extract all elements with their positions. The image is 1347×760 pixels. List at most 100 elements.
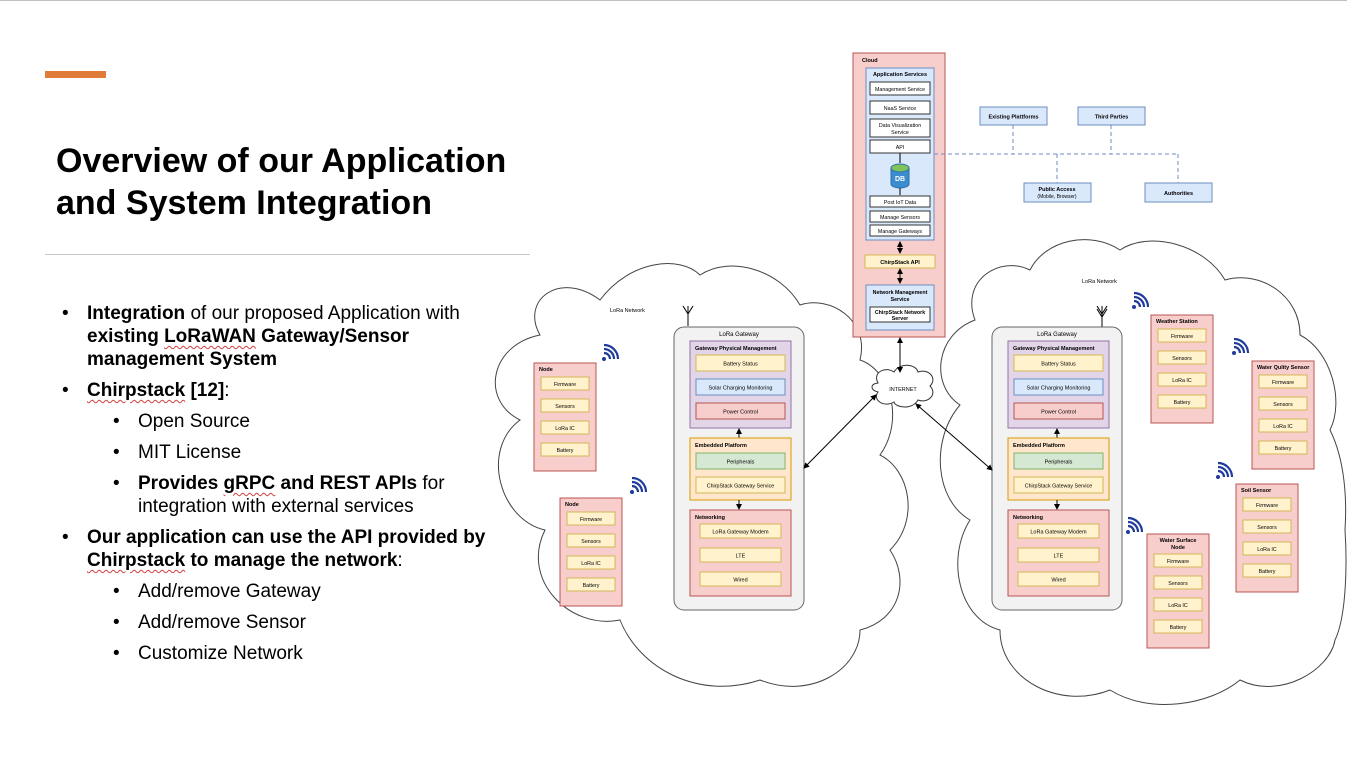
power-control-box-label: Power Control (1041, 409, 1076, 415)
wifi-arc (1133, 291, 1150, 308)
gateway-service-box (695, 476, 786, 494)
lora-gateway-label: LoRa Gateway (719, 332, 759, 338)
node-item-battery (1157, 394, 1207, 409)
wifi-arc (631, 476, 648, 493)
node-item-battery (540, 442, 590, 457)
wired-box (699, 571, 782, 587)
battery-status-box (695, 354, 786, 372)
left-node-2-title: Node (565, 502, 579, 508)
peripherals-box (1013, 452, 1104, 470)
antenna (1101, 305, 1108, 315)
naas-service-box (869, 100, 931, 115)
wifi-arc (1133, 295, 1146, 308)
physical-management-label: Gateway Physical Management (695, 346, 777, 352)
gateway-modem-box-label: LoRa Gateway Modem (1030, 529, 1087, 535)
solar-monitoring-box (695, 378, 786, 396)
battery-status-box-label: Battery Status (723, 361, 758, 367)
wifi-arc (1217, 469, 1226, 478)
weather-station-node-title: Weather Station (1156, 319, 1198, 325)
node-item-sensors-label: Sensors (1172, 356, 1192, 362)
node-item-sensors (1258, 396, 1308, 411)
wifi-arc (1127, 524, 1136, 533)
node-item-sensors (566, 533, 616, 548)
wifi-arc (1233, 337, 1250, 354)
right-network-label: LoRa Network (1082, 279, 1117, 285)
sub-bullet: Provides gRPC and REST APIs for integrat… (62, 472, 507, 518)
peripherals-box-label: Peripherals (1045, 459, 1073, 465)
antenna (687, 305, 694, 315)
naas-service-box-label: NaaS Service (884, 106, 916, 112)
network-server-box (869, 306, 931, 323)
node-item-sensors-label: Sensors (581, 539, 601, 545)
node-item-lora-ic-label: LoRa IC (555, 426, 575, 432)
bullet-chirpstack: Chirpstack [12]: (62, 379, 507, 402)
node-item-lora-ic (540, 420, 590, 435)
wifi-icon (1232, 337, 1250, 355)
lte-box-label: LTE (1054, 553, 1064, 559)
water-surface-node-title: Node (1171, 545, 1185, 551)
gateway-modem-box (1017, 523, 1100, 539)
manage-sensors-box (869, 210, 931, 223)
gateway-modem-box (699, 523, 782, 539)
battery-status-box-label: Battery Status (1041, 361, 1076, 367)
node-item-sensors-label: Sensors (1273, 402, 1293, 408)
wifi-dot (602, 357, 606, 361)
data-visualization-box (869, 118, 931, 138)
wifi-arc (1233, 345, 1242, 354)
node-item-firmware-label: Firmware (1272, 380, 1294, 386)
wired-box-label: Wired (733, 577, 747, 583)
node-item-firmware-label: Firmware (580, 517, 602, 523)
wifi-dot (630, 490, 634, 494)
management-service-box (869, 81, 931, 96)
db-label: DB (895, 176, 905, 183)
existing-platforms-box-label: Existing Plattforms (988, 114, 1038, 120)
post-iot-data-box-label: Post IoT Data (884, 200, 916, 206)
antenna (1096, 308, 1103, 318)
manage-gateways-box-label: Manage Gateways (878, 229, 923, 235)
post-iot-data-box (869, 195, 931, 208)
node-item-sensors (1242, 519, 1292, 534)
bullet-list: Integration of our proposed Application … (62, 302, 507, 673)
third-parties-box-label: Third Parties (1095, 114, 1129, 120)
node-item-battery (1242, 563, 1292, 578)
node-item-firmware-label: Firmware (1171, 334, 1193, 340)
node-item-firmware-label: Firmware (554, 382, 576, 388)
api-box-label: API (896, 145, 905, 151)
wifi-dot (1232, 351, 1236, 355)
node-item-lora-ic (1242, 541, 1292, 556)
antenna (682, 305, 689, 315)
bullet-application-api: Our application can use the API provided… (62, 526, 507, 572)
embedded-platform-label: Embedded Platform (1013, 443, 1065, 449)
manage-gateways-box (869, 224, 931, 237)
peripherals-box (695, 452, 786, 470)
soil-sensor-node-title: Soil Sensor (1241, 488, 1272, 494)
node-item-sensors-label: Sensors (1168, 581, 1188, 587)
wifi-dot (1126, 530, 1130, 534)
nms-label: Service (891, 297, 910, 303)
wifi-arc (631, 480, 644, 493)
top-border (0, 0, 1347, 1)
embedded-platform-label: Embedded Platform (695, 443, 747, 449)
wifi-arc (603, 351, 612, 360)
sub-bullet: Customize Network (62, 642, 507, 665)
node-item-lora-ic-label: LoRa IC (581, 561, 601, 567)
solar-monitoring-box-label: Solar Charging Monitoring (1027, 385, 1091, 391)
title-divider (45, 254, 530, 255)
wifi-arc (1127, 516, 1144, 533)
cloud-label: Cloud (862, 58, 878, 64)
wifi-arc (1217, 465, 1230, 478)
node-item-battery-label: Battery (583, 583, 600, 589)
wired-box (1017, 571, 1100, 587)
sub-bullet: Add/remove Gateway (62, 580, 507, 603)
wifi-arc (631, 484, 640, 493)
node-item-firmware (1242, 497, 1292, 512)
sub-bullet: MIT License (62, 441, 507, 464)
node-item-sensors (1153, 575, 1203, 590)
node-item-lora-ic-label: LoRa IC (1168, 603, 1188, 609)
chirpstack-api-box-label: ChirpStack API (880, 260, 920, 266)
node-item-lora-ic-label: LoRa IC (1257, 547, 1277, 553)
wifi-icon (1216, 461, 1234, 479)
water-quality-sensor-node-title: Water Qulity Sensor (1257, 365, 1310, 371)
wifi-arc (1217, 461, 1234, 478)
